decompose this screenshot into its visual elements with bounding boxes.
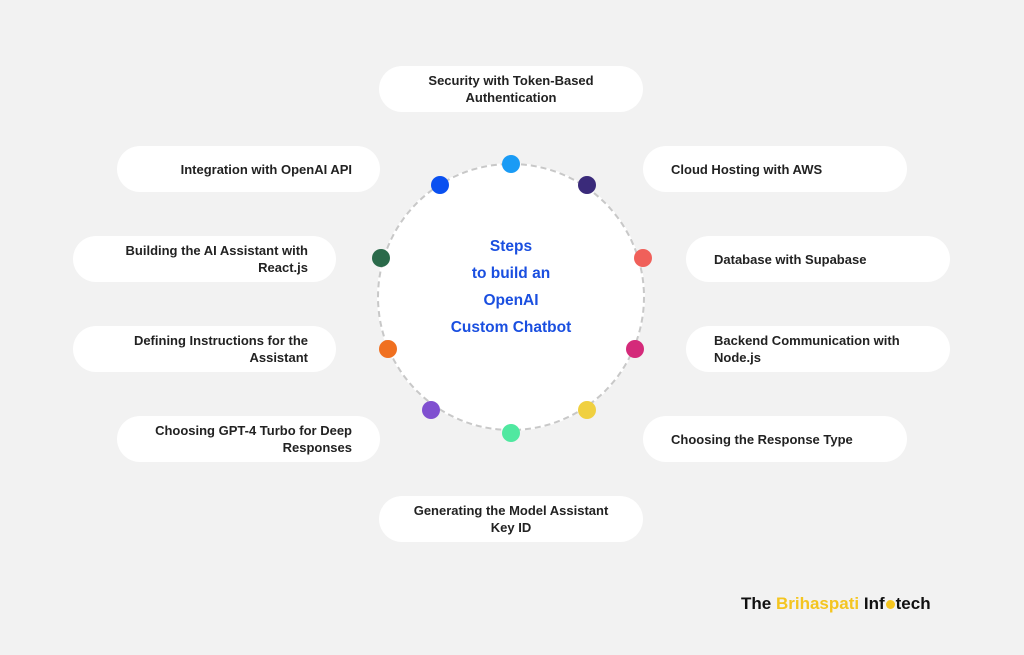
title-line: to build an bbox=[471, 265, 551, 282]
logo-text: Brihaspati bbox=[775, 594, 860, 613]
step-marker-dot bbox=[422, 401, 440, 419]
step-security: Security with Token-Based Authentication bbox=[379, 66, 643, 112]
step-marker-dot bbox=[578, 176, 596, 194]
step-label: Cloud Hosting with AWS bbox=[671, 161, 823, 177]
step-react: Building the AI Assistant with React.js bbox=[73, 236, 336, 282]
title-line: OpenAI bbox=[483, 292, 539, 309]
title-line: Custom Chatbot bbox=[450, 319, 572, 336]
step-label: Generating the Model Assistant Key ID bbox=[413, 503, 609, 535]
step-marker-dot bbox=[431, 176, 449, 194]
step-label: Choosing GPT-4 Turbo for Deep Responses bbox=[155, 423, 352, 455]
step-label: Defining Instructions for the Assistant bbox=[133, 333, 308, 365]
step-database: Database with Supabase bbox=[686, 236, 950, 282]
step-marker-dot bbox=[502, 424, 520, 442]
step-label: Backend Communication with Node.js bbox=[714, 333, 900, 365]
step-marker-dot bbox=[578, 401, 596, 419]
step-gpt4-turbo: Choosing GPT-4 Turbo for Deep Responses bbox=[117, 416, 380, 462]
logo-text: The bbox=[741, 594, 772, 613]
center-circle: Steps to build an OpenAI Custom Chatbot bbox=[377, 163, 645, 431]
logo-text: tech bbox=[895, 594, 931, 613]
step-marker-dot bbox=[372, 249, 390, 267]
step-key-id: Generating the Model Assistant Key ID bbox=[379, 496, 643, 542]
step-backend: Backend Communication with Node.js bbox=[686, 326, 950, 372]
step-openai-api: Integration with OpenAI API bbox=[117, 146, 380, 192]
step-response-type: Choosing the Response Type bbox=[643, 416, 907, 462]
step-label: Integration with OpenAI API bbox=[180, 161, 352, 177]
step-label: Security with Token-Based Authentication bbox=[428, 73, 594, 105]
step-label: Database with Supabase bbox=[714, 251, 867, 267]
logo-text: Inf bbox=[863, 594, 885, 613]
center-title: Steps to build an OpenAI Custom Chatbot bbox=[411, 233, 611, 341]
step-instructions: Defining Instructions for the Assistant bbox=[73, 326, 336, 372]
step-cloud-hosting: Cloud Hosting with AWS bbox=[643, 146, 907, 192]
step-marker-dot bbox=[634, 249, 652, 267]
step-marker-dot bbox=[379, 340, 397, 358]
logo-bulb-icon bbox=[885, 600, 895, 609]
step-label: Building the AI Assistant with React.js bbox=[125, 243, 308, 275]
step-label: Choosing the Response Type bbox=[671, 431, 853, 447]
step-marker-dot bbox=[502, 155, 520, 173]
title-line: Steps bbox=[489, 238, 533, 255]
step-marker-dot bbox=[626, 340, 644, 358]
